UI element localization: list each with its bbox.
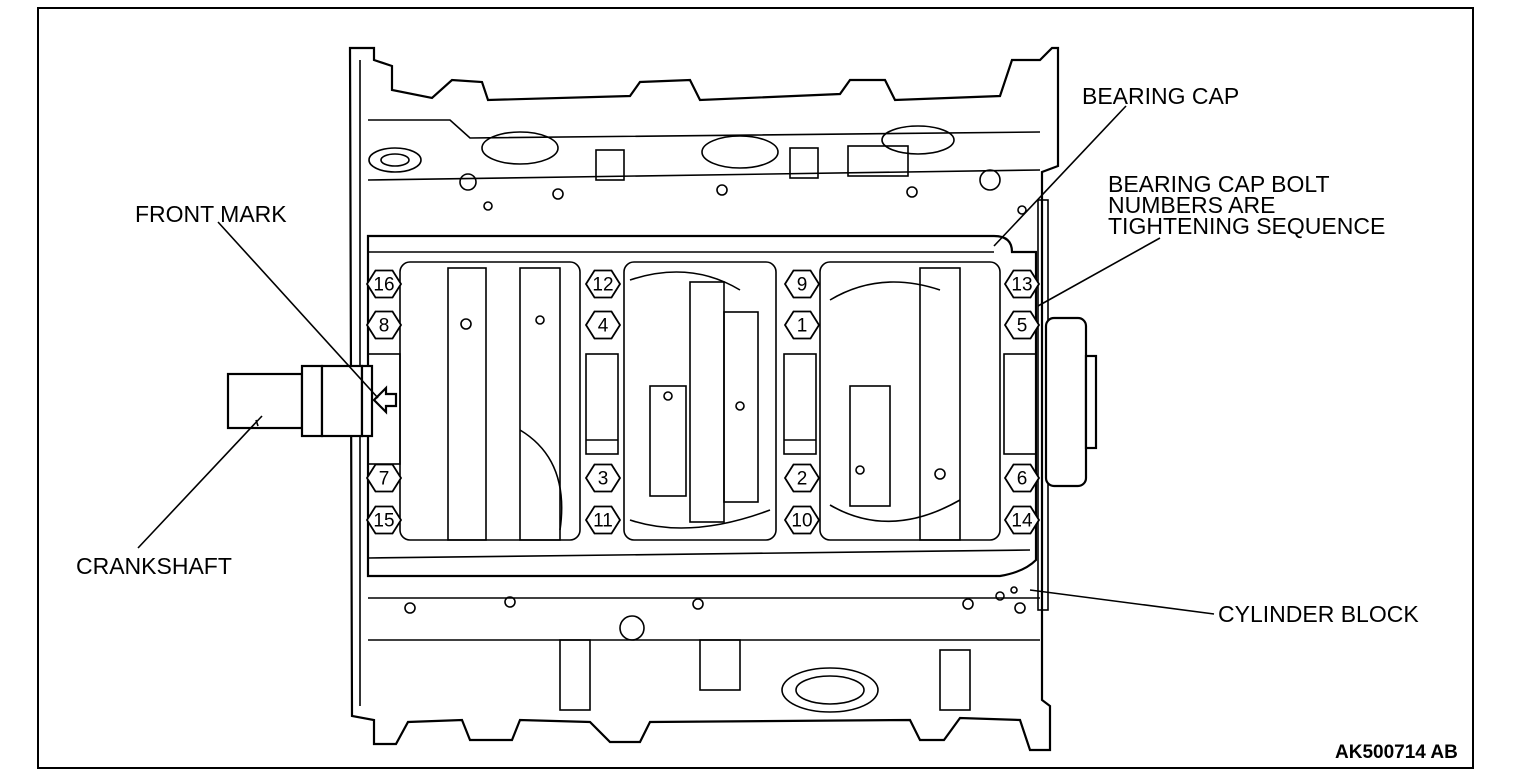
bolt-hex-10 [783,505,821,535]
bolt-hex-3 [584,463,622,493]
bolt-hex-12 [584,269,622,299]
label-cylinder-block: CYLINDER BLOCK [1218,601,1419,627]
bolt-hex-8 [365,310,403,340]
bolt-hex-7 [365,463,403,493]
leader-crankshaft [137,415,263,549]
label-bolt-note-line3: TIGHTENING SEQUENCE [1108,213,1385,239]
bolt-number-5: 5 [1017,316,1028,337]
bolt-hex-16 [365,269,403,299]
leader-front-mark [217,221,379,399]
bolt-number-10: 10 [791,511,812,532]
bolt-number-9: 9 [797,275,808,296]
bolt-number-8: 8 [379,316,390,337]
bolt-number-15: 15 [373,511,394,532]
bolt-hex-1 [783,310,821,340]
bolt-number-6: 6 [1017,469,1028,490]
rear-crankshaft-flange [1044,316,1098,488]
bearing-cap-beam [366,234,1038,578]
bolt-hex-15 [365,505,403,535]
label-bearing-cap: BEARING CAP [1082,83,1239,109]
figure-frame [37,7,1474,769]
bolt-number-11: 11 [593,511,613,532]
leader-cylinder-block [1029,589,1215,615]
bolt-number-3: 3 [598,469,609,490]
bolt-number-12: 12 [592,275,613,296]
bolt-number-13: 13 [1011,275,1032,296]
bolt-number-7: 7 [379,469,390,490]
bolt-hex-4 [584,310,622,340]
bolt-hex-9 [783,269,821,299]
label-front-mark: FRONT MARK [135,201,287,227]
label-crankshaft: CRANKSHAFT [76,553,232,579]
bolt-number-14: 14 [1011,511,1033,532]
bolt-number-16: 16 [373,275,394,296]
bolt-hex-6 [1003,463,1041,493]
bolt-number-2: 2 [797,469,808,490]
bolt-hex-14 [1003,505,1041,535]
bolt-hex-2 [783,463,821,493]
bolt-number-4: 4 [598,316,609,337]
label-bolt-note-line1: BEARING CAP BOLT [1108,171,1330,197]
front-mark-arrow [372,385,398,415]
label-bolt-note-line2: NUMBERS ARE [1108,192,1275,218]
bolt-number-1: 1 [797,316,808,337]
bolt-hex-11 [584,505,622,535]
leader-bearing-cap [993,105,1127,247]
cylinder-block-drawing [348,46,1060,752]
bolt-hex-5 [1003,310,1041,340]
figure-code: AK500714 AB [1335,742,1458,763]
leader-bolt-note [1037,237,1161,307]
bolt-hex-13 [1003,269,1041,299]
crankshaft-nose [226,364,374,438]
